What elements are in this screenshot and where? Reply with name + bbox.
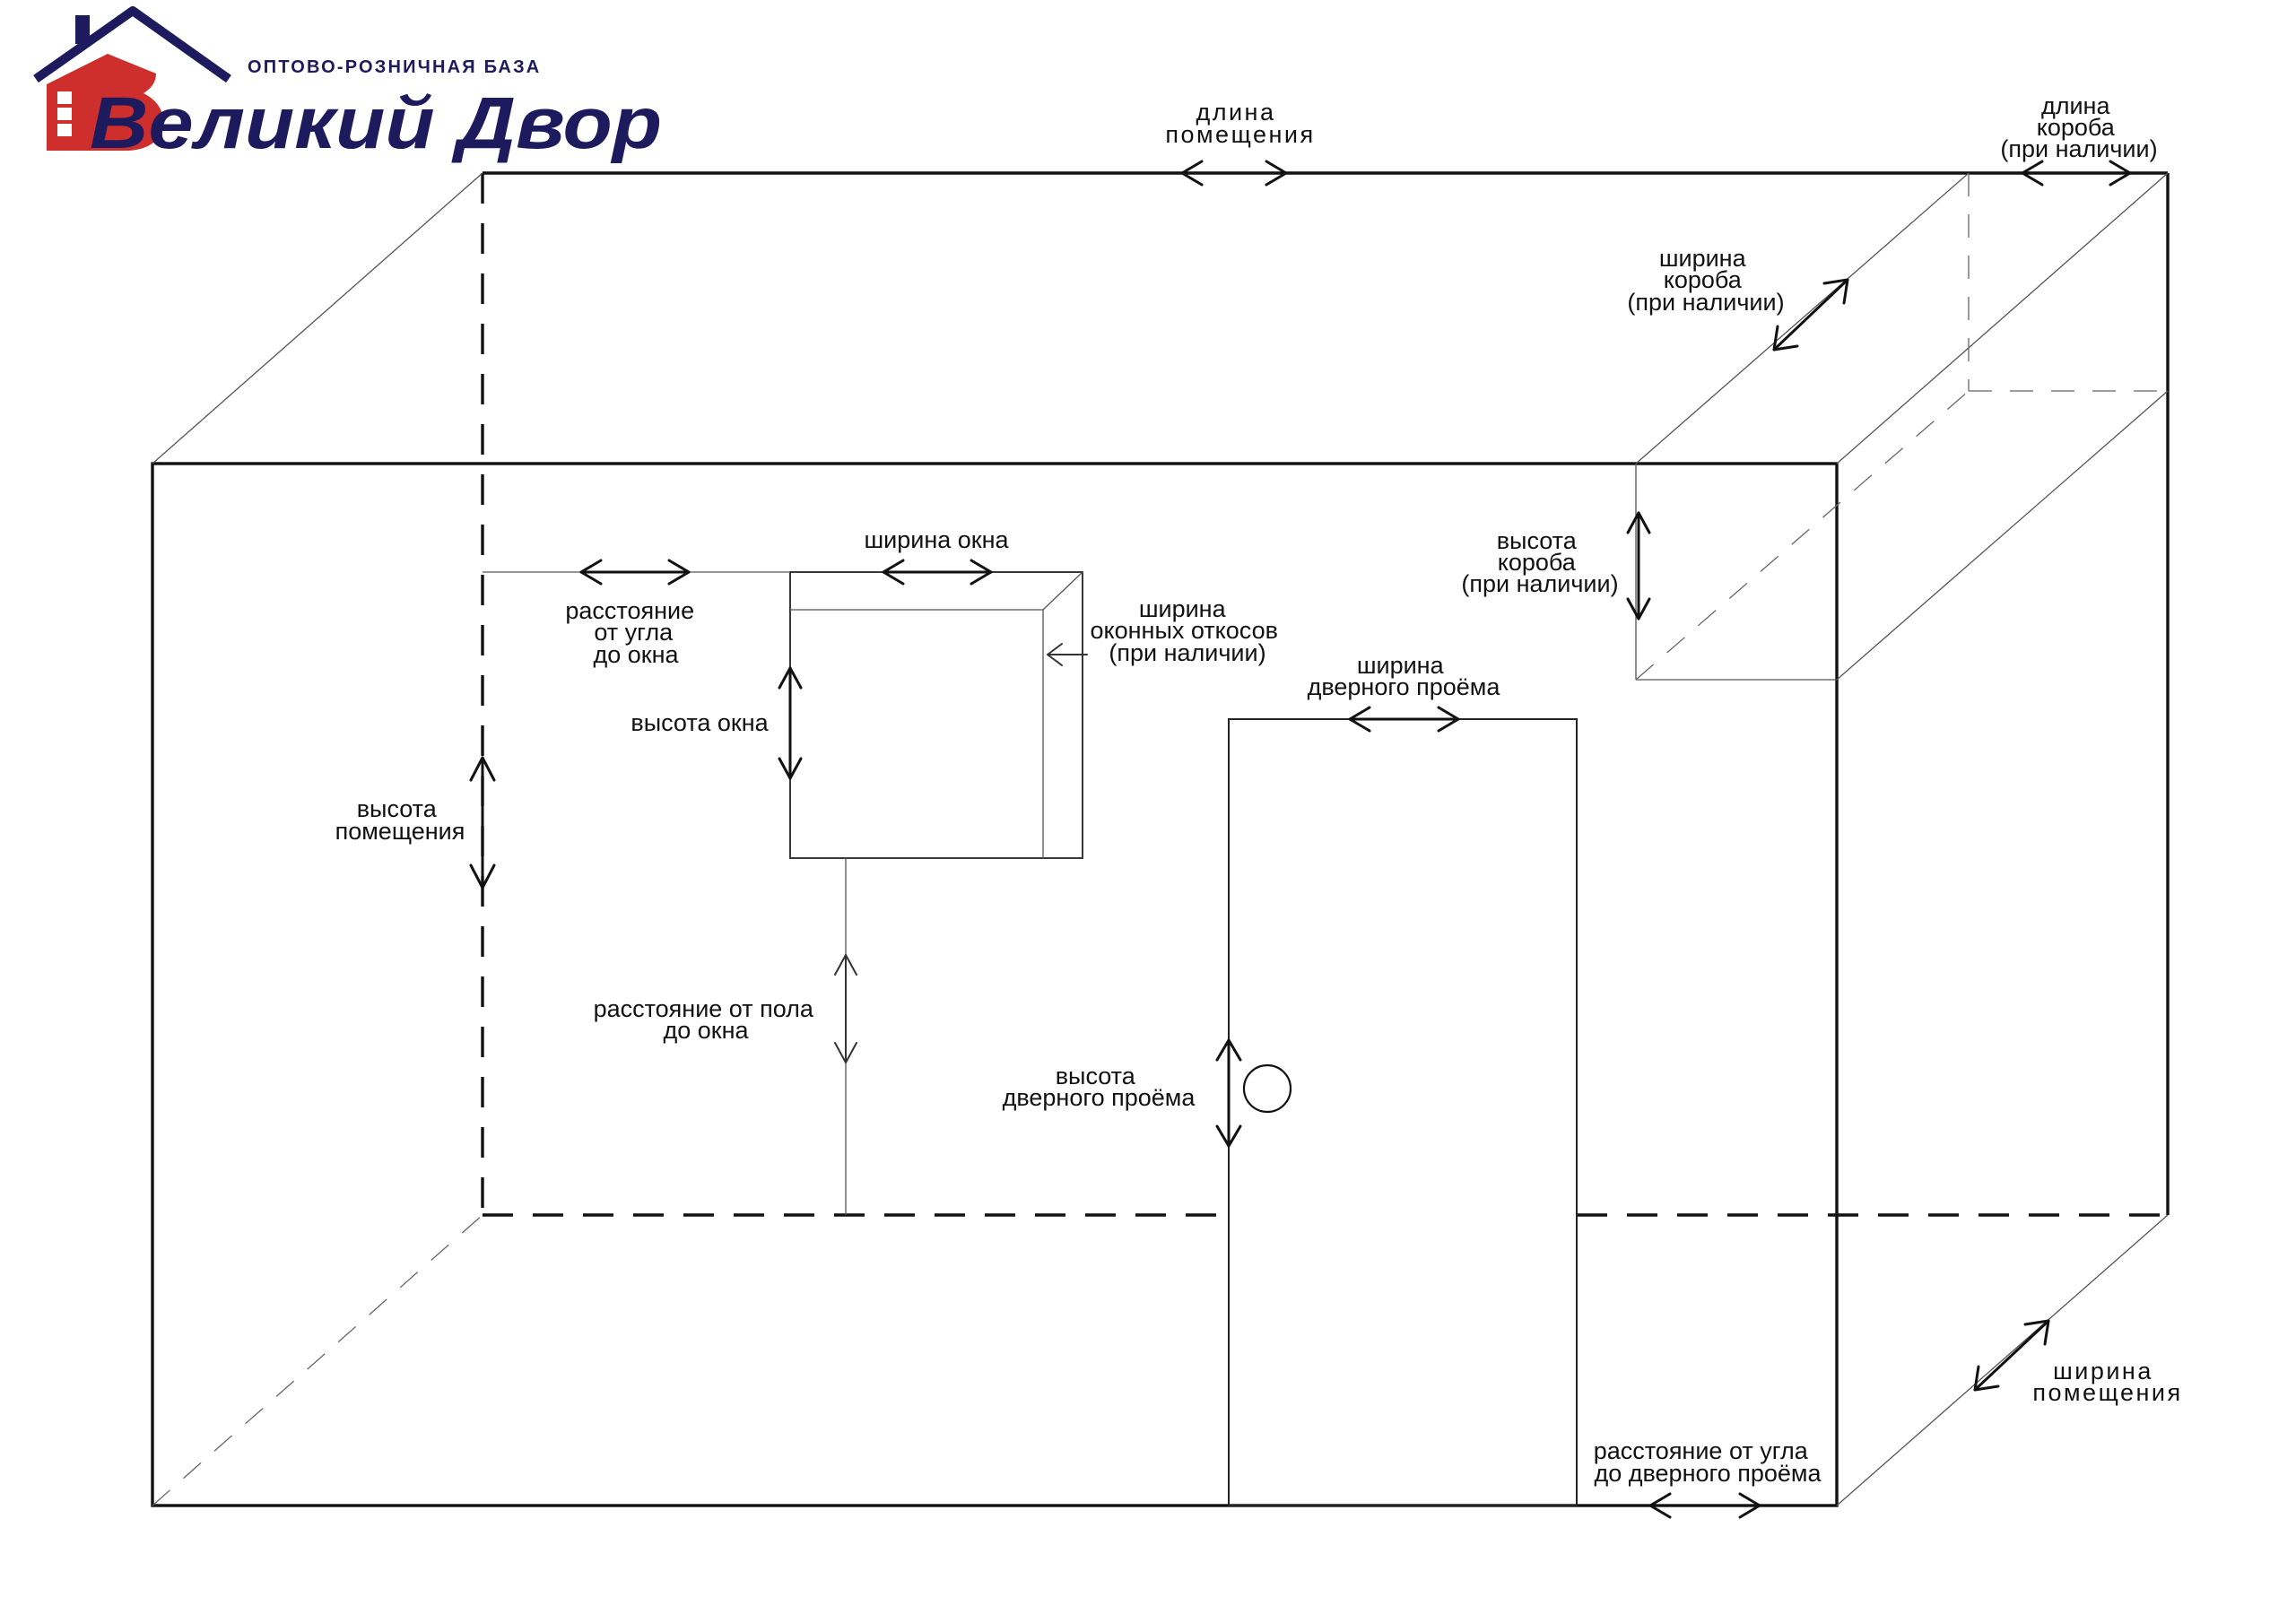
company-logo: ОПТОВО-РОЗНИЧНАЯ БАЗА Великий Двор bbox=[33, 6, 662, 164]
label-box-width: ширина короба (при наличии) bbox=[1627, 245, 1784, 316]
window bbox=[483, 571, 1083, 1215]
depth-edge-bottom-left bbox=[152, 1214, 483, 1506]
label-window-height: высота окна bbox=[631, 709, 769, 736]
house-body-icon bbox=[47, 54, 163, 151]
label-box-length: длина короба (при наличии) bbox=[2000, 92, 2157, 162]
label-floor-to-window: расстояние от пола до окна bbox=[594, 995, 821, 1044]
door-width-arrow bbox=[1348, 706, 1460, 733]
box-length-arrow bbox=[2021, 160, 2132, 187]
label-room-width: ширина помещения bbox=[2032, 1358, 2182, 1406]
logo-name: Великий Двор bbox=[90, 82, 662, 164]
duct-box bbox=[1635, 172, 2169, 681]
door-handle-icon bbox=[1242, 1063, 1292, 1114]
door-height-arrow bbox=[1215, 1038, 1242, 1148]
room-length-arrow bbox=[1180, 160, 1288, 187]
house-window-icon bbox=[57, 108, 72, 120]
label-window-width: ширина окна bbox=[864, 526, 1009, 553]
window-height-arrow bbox=[778, 666, 803, 780]
door bbox=[1228, 718, 1578, 1506]
corner-to-window-arrow bbox=[579, 559, 691, 586]
label-room-length: длина помещения bbox=[1165, 99, 1315, 148]
label-door-height: высота дверного проёма bbox=[1003, 1063, 1196, 1111]
floor-to-window-arrow bbox=[834, 954, 857, 1063]
window-slopes-arrow bbox=[1047, 643, 1088, 666]
label-corner-to-door: расстояние от угла до дверного проёма bbox=[1594, 1437, 1822, 1487]
window-width-arrow bbox=[882, 559, 993, 586]
house-chimney-icon bbox=[75, 15, 90, 44]
label-box-height: высота короба (при наличии) bbox=[1461, 527, 1618, 597]
label-window-slopes-width: ширина оконных откосов (при наличии) bbox=[1091, 595, 1285, 666]
label-corner-to-window: расстояние от угла до окна bbox=[565, 597, 700, 668]
room-height-arrow bbox=[469, 756, 496, 890]
box-height-arrow bbox=[1626, 511, 1651, 621]
house-window-icon bbox=[57, 91, 72, 104]
label-door-width: ширина дверного проёма bbox=[1308, 652, 1501, 700]
logo-tagline: ОПТОВО-РОЗНИЧНАЯ БАЗА bbox=[248, 57, 541, 77]
dimension-arrows bbox=[469, 160, 2132, 1519]
corner-to-door-arrow bbox=[1648, 1492, 1761, 1519]
box-width-arrow bbox=[1772, 278, 1849, 352]
depth-edge-top-left bbox=[152, 172, 483, 464]
front-wall bbox=[151, 462, 1839, 1507]
depth-edge-bottom-right bbox=[1836, 1214, 2169, 1506]
label-room-height: высота помещения bbox=[335, 795, 465, 845]
room-width-arrow bbox=[1973, 1319, 2050, 1392]
house-window-icon bbox=[57, 124, 72, 136]
house-roof-icon bbox=[33, 6, 231, 83]
